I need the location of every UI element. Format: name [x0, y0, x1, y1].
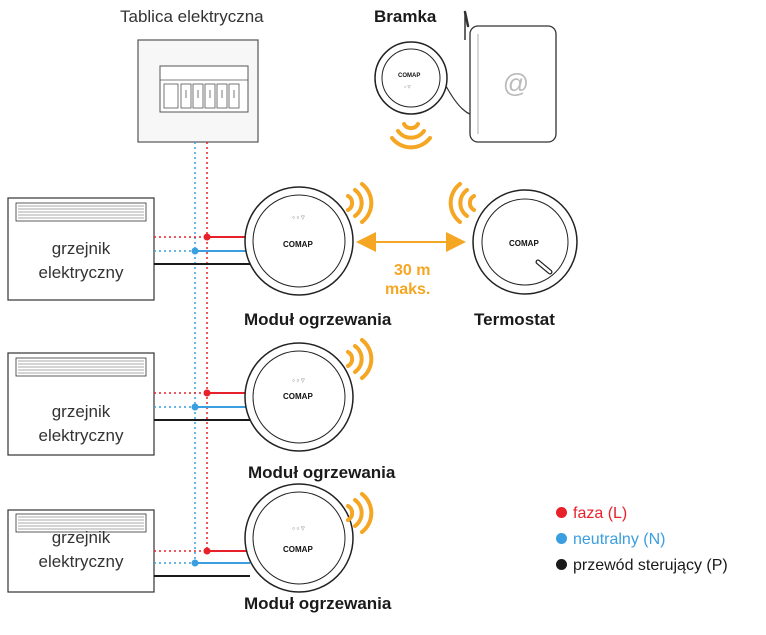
- legend-label: przewód sterujący (P): [573, 557, 728, 574]
- heater-label: grzejnik elektryczny: [8, 526, 154, 574]
- svg-text:COMAP: COMAP: [283, 545, 313, 554]
- heating-module: ○ ○ ▽ COMAP: [244, 186, 354, 296]
- range-distance: 30 m: [394, 262, 431, 279]
- legend-item-control: przewód sterujący (P): [556, 557, 728, 575]
- svg-text:○ ○ ▽: ○ ○ ▽: [292, 215, 305, 221]
- electrical-panel: [137, 39, 259, 143]
- heating-module: ○ ○ ▽ COMAP: [244, 342, 354, 452]
- wireless-signal-icon: [346, 492, 374, 534]
- svg-text:COMAP: COMAP: [283, 240, 313, 249]
- router-device: [463, 10, 557, 143]
- gateway-label: Bramka: [374, 7, 437, 26]
- neutral-junction: [191, 559, 199, 567]
- phase-junction: [203, 547, 211, 555]
- legend-dot: [556, 507, 567, 519]
- wireless-signal-icon: [346, 338, 374, 380]
- thermostat-label: Termostat: [474, 310, 555, 329]
- svg-text:COMAP: COMAP: [398, 73, 420, 79]
- range-max-label: maks.: [385, 281, 431, 298]
- heater-label-line2: elektryczny: [38, 263, 124, 282]
- panel-label: Tablica elektryczna: [120, 7, 264, 26]
- svg-text:○ ▽: ○ ▽: [404, 84, 412, 89]
- svg-text:COMAP: COMAP: [283, 392, 313, 401]
- heater-label: grzejnik elektryczny: [8, 400, 154, 448]
- heating-module: ○ ○ ▽ COMAP: [244, 483, 354, 593]
- gateway-device: COMAP ○ ▽: [374, 41, 448, 115]
- module-label: Moduł ogrzewania: [248, 463, 396, 482]
- phase-junction: [203, 389, 211, 397]
- neutral-junction: [191, 403, 199, 411]
- svg-text:○ ○ ▽: ○ ○ ▽: [292, 378, 305, 384]
- legend-label: neutralny (N): [573, 531, 666, 548]
- legend-dot: [556, 559, 567, 571]
- neutral-junction: [191, 247, 199, 255]
- legend-item-phase: faza (L): [556, 505, 627, 523]
- legend-dot: [556, 533, 567, 545]
- legend-label: faza (L): [573, 505, 628, 522]
- wireless-signal-icon: [346, 182, 374, 224]
- wireless-signal-icon: [390, 122, 432, 150]
- heater-label-line2: elektryczny: [38, 426, 124, 445]
- heater-label-line1: grzejnik: [51, 528, 111, 547]
- svg-text:○ ○ ▽: ○ ○ ▽: [292, 526, 305, 532]
- module-label: Moduł ogrzewania: [244, 594, 392, 613]
- heater-label-line1: grzejnik: [51, 402, 111, 421]
- module-label: Moduł ogrzewania: [244, 310, 392, 329]
- thermostat: COMAP: [472, 189, 578, 295]
- electric-heater: [7, 352, 155, 456]
- heater-label-line1: grzejnik: [51, 239, 111, 258]
- svg-text:COMAP: COMAP: [509, 239, 539, 248]
- legend-item-neutral: neutralny (N): [556, 531, 665, 549]
- heater-label-line2: elektryczny: [38, 552, 124, 571]
- wireless-signal-icon: [448, 182, 476, 224]
- phase-junction: [203, 233, 211, 241]
- electric-heater: [7, 197, 155, 301]
- internet-icon: @: [503, 68, 529, 98]
- heater-label: grzejnik elektryczny: [8, 237, 154, 285]
